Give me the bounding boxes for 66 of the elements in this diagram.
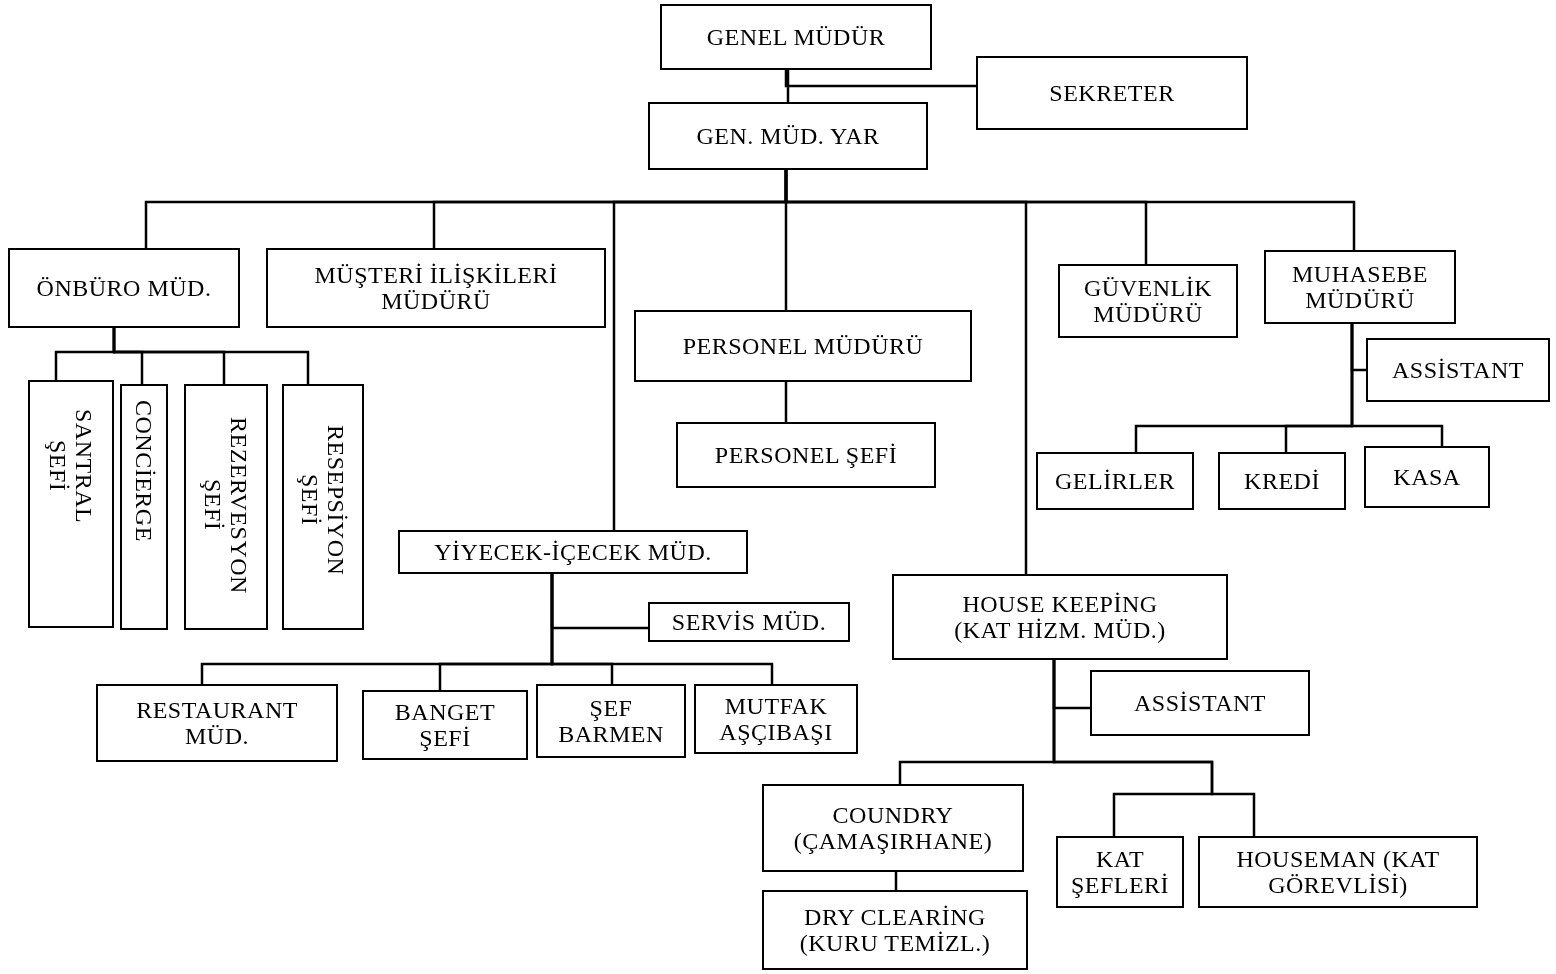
org-box [1366, 338, 1550, 402]
position-title: KREDİ [1244, 467, 1320, 495]
position-title: ASSİSTANT [1392, 356, 1524, 384]
org-box [762, 784, 1024, 872]
position-title: COUNDRY (ÇAMAŞIRHANE) [792, 801, 994, 855]
org-box [1198, 836, 1478, 908]
position-title: RESTAURANT MÜD. [135, 696, 299, 750]
position-title: MUTFAK AŞÇIBAŞI [718, 692, 834, 746]
position-title: ŞEF BARMEN [557, 694, 665, 748]
position-title: REZERVESYON ŞEFİ [199, 415, 253, 596]
position-title: PERSONEL ŞEFİ [714, 441, 898, 469]
connector-line [784, 70, 976, 88]
position-title: MUHASEBE MÜDÜRÜ [1291, 260, 1429, 314]
position-title: KAT ŞEFLERİ [1069, 845, 1171, 899]
connector-line [1052, 660, 1256, 836]
org-box [398, 530, 748, 574]
position-title: SERVİS MÜD. [671, 608, 827, 636]
connector-line [784, 170, 1356, 250]
org-box [8, 248, 240, 328]
org-box [976, 56, 1248, 130]
org-box [96, 684, 338, 762]
connector-line [112, 328, 310, 384]
position-title: KASA [1393, 463, 1461, 491]
org-box [1058, 264, 1238, 338]
position-title: GELİRLER [1055, 467, 1175, 495]
org-box [634, 310, 972, 382]
position-title: GENEL MÜDÜR [706, 23, 886, 51]
org-box [266, 248, 606, 328]
position-title: BANGET ŞEFİ [393, 698, 497, 752]
position-title: YİYECEK-İÇECEK MÜD. [434, 538, 712, 566]
org-box [660, 4, 932, 70]
org-box [536, 684, 686, 758]
position-title: CONCİERGE [130, 400, 158, 542]
org-box [120, 384, 168, 630]
org-box [676, 422, 936, 488]
org-box [1218, 452, 1346, 510]
org-box [1090, 670, 1310, 736]
org-box [184, 384, 268, 630]
position-title: RESEPSİYON ŞEFİ [296, 423, 350, 578]
position-title: PERSONEL MÜDÜRÜ [682, 332, 924, 360]
position-title: DRY CLEARİNG (KURU TEMİZL.) [798, 903, 992, 957]
org-box [1036, 452, 1194, 510]
position-title: ÖNBÜRO MÜD. [36, 274, 212, 302]
position-title: MÜŞTERİ İLİŞKİLERİ MÜDÜRÜ [313, 261, 559, 315]
position-title: HOUSE KEEPİNG (KAT HİZM. MÜD.) [953, 590, 1167, 644]
position-title: SANTRAL ŞEFİ [44, 407, 98, 526]
org-box [892, 574, 1228, 660]
org-box [694, 684, 858, 754]
connector-line [786, 70, 790, 102]
org-box [282, 384, 364, 630]
position-title: GÜVENLİK MÜDÜRÜ [1083, 274, 1213, 328]
connector-line [784, 382, 788, 422]
org-box [648, 102, 928, 170]
connector-line [1350, 324, 1444, 446]
position-title: ASSİSTANT [1134, 689, 1266, 717]
org-box [1264, 250, 1456, 324]
org-box [1364, 446, 1490, 508]
org-box [362, 690, 528, 760]
position-title: HOUSEMAN (KAT GÖREVLİSİ) [1235, 845, 1441, 899]
org-box [648, 602, 850, 642]
position-title: GEN. MÜD. YAR [696, 122, 880, 150]
connector-line [550, 574, 774, 684]
org-box [28, 380, 114, 628]
org-box [1056, 836, 1184, 908]
org-box [762, 890, 1028, 970]
position-title: SEKRETER [1049, 79, 1175, 107]
